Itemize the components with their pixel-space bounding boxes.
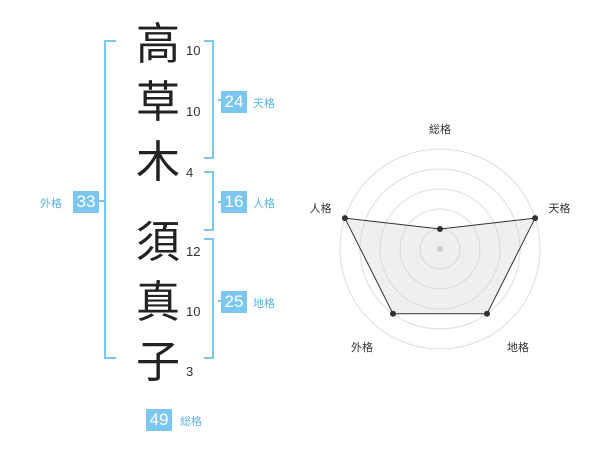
stroke-count-2: 10 bbox=[186, 104, 201, 119]
radar-axis-label-5: 人格 bbox=[310, 201, 332, 215]
kanji-5: 真 bbox=[136, 277, 180, 328]
soukaku-value: 49 bbox=[146, 409, 172, 431]
stroke-count-6: 3 bbox=[186, 364, 194, 379]
radar-ring-2 bbox=[399, 208, 481, 290]
radar-polygon bbox=[344, 217, 536, 315]
jinkaku-bracket bbox=[204, 171, 214, 231]
gaikaku-connector bbox=[98, 200, 104, 202]
tenkaku-label: 天格 bbox=[253, 97, 275, 110]
radar-point-1 bbox=[437, 226, 443, 232]
kanji-3: 木 bbox=[136, 137, 180, 188]
kanji-4: 須 bbox=[136, 217, 180, 268]
jinkaku-label: 人格 bbox=[253, 197, 275, 210]
gaikaku-value: 33 bbox=[73, 191, 99, 213]
radar-center bbox=[437, 246, 443, 252]
radar-point-2 bbox=[532, 215, 539, 222]
gaikaku-label: 外格 bbox=[40, 197, 62, 210]
kanji-6: 子 bbox=[136, 337, 180, 388]
stroke-count-4: 12 bbox=[186, 244, 201, 259]
stroke-count-1: 10 bbox=[186, 43, 201, 58]
radar-point-3 bbox=[484, 310, 491, 317]
stroke-count-3: 4 bbox=[186, 165, 194, 180]
chikaku-value: 25 bbox=[221, 291, 247, 313]
radar-ring-5 bbox=[339, 148, 541, 350]
radar-axis-label-2: 天格 bbox=[548, 201, 570, 215]
jinkaku-value: 16 bbox=[221, 191, 247, 213]
radar-axis-label-1: 総格 bbox=[429, 122, 451, 136]
gaikaku-bracket bbox=[104, 40, 116, 359]
kanji-1: 高 bbox=[136, 19, 180, 70]
soukaku-label: 総格 bbox=[180, 415, 202, 428]
radar-point-5 bbox=[341, 215, 348, 222]
radar-axis-label-3: 地格 bbox=[507, 340, 529, 354]
stroke-count-5: 10 bbox=[186, 304, 201, 319]
chikaku-label: 地格 bbox=[253, 297, 275, 310]
tenkaku-value: 24 bbox=[221, 91, 247, 113]
radar-axis-label-4: 外格 bbox=[351, 340, 373, 354]
kanji-2: 草 bbox=[136, 77, 180, 128]
tenkaku-bracket bbox=[204, 40, 214, 159]
radar-ring-3 bbox=[379, 188, 501, 310]
chikaku-bracket bbox=[204, 238, 214, 359]
radar-point-4 bbox=[389, 310, 396, 317]
